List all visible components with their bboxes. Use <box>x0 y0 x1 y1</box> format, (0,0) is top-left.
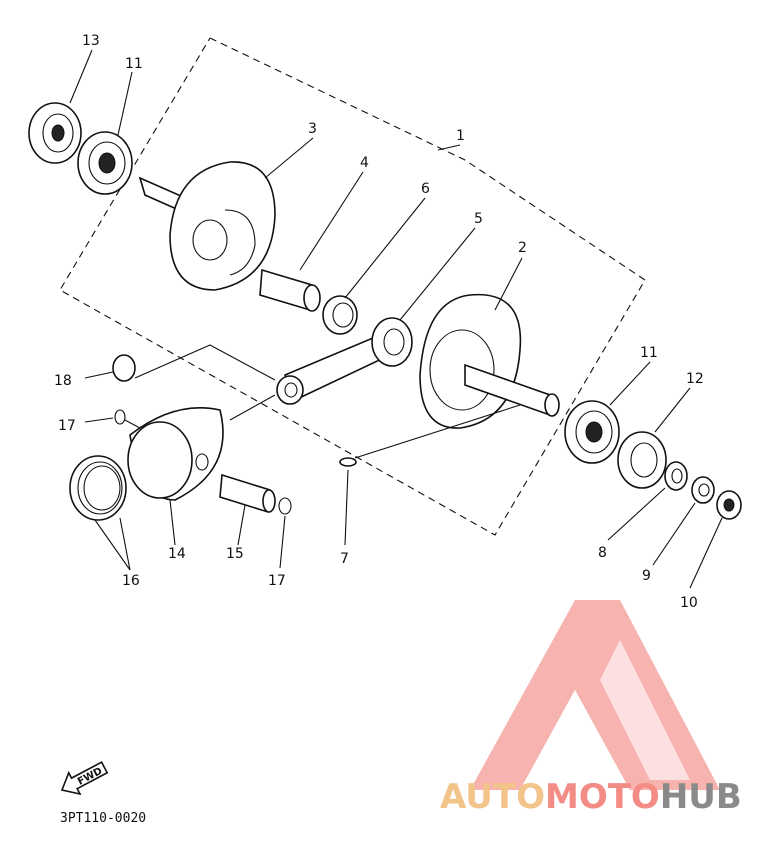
callout-17-top: 17 <box>58 418 76 434</box>
callout-1: 1 <box>456 128 465 144</box>
callout-5: 5 <box>474 211 483 227</box>
callout-4: 4 <box>360 155 369 171</box>
callout-11-left: 11 <box>125 56 143 72</box>
callout-6: 6 <box>421 181 430 197</box>
crank-web-3 <box>138 161 276 291</box>
callouts: 13 11 3 1 4 6 5 2 11 12 18 17 8 14 15 7 … <box>54 33 704 611</box>
piston-pin-15 <box>219 473 276 514</box>
callout-9: 9 <box>642 568 651 584</box>
callout-14: 14 <box>168 546 186 562</box>
callout-16: 16 <box>122 573 140 589</box>
key-7 <box>339 404 521 467</box>
piston-14 <box>127 394 276 501</box>
nut-10 <box>716 490 742 520</box>
watermark-wordmark: AUTOMOTOHUB <box>440 777 742 817</box>
callout-13: 13 <box>82 33 100 49</box>
leader-lines <box>69 49 723 589</box>
callout-15: 15 <box>226 546 244 562</box>
needle-bearing-6 <box>322 295 358 335</box>
bearing-11-right <box>564 400 620 464</box>
circlip-17-top <box>114 409 141 429</box>
connecting-rod-5 <box>276 317 413 405</box>
watermark-hub: HUB <box>660 777 742 817</box>
crank-web-2 <box>419 293 560 429</box>
crank-pin-4 <box>259 268 321 312</box>
callout-2: 2 <box>518 240 527 256</box>
bearing-11-left <box>77 131 133 195</box>
washer-8 <box>664 461 688 491</box>
small-end-bearing-18 <box>112 344 276 382</box>
watermark-auto: AUTO <box>440 777 545 817</box>
circlip-17-bottom <box>278 497 292 515</box>
callout-18: 18 <box>54 373 72 389</box>
watermark-logo <box>470 600 720 790</box>
callout-12: 12 <box>686 371 704 387</box>
lock-washer-9 <box>691 476 715 504</box>
callout-3: 3 <box>308 121 317 137</box>
callout-11-right: 11 <box>640 345 658 361</box>
part-code: 3PT110-0020 <box>60 811 146 826</box>
forward-arrow-icon: FWD <box>60 761 109 796</box>
callout-8: 8 <box>598 545 607 561</box>
callout-10: 10 <box>680 595 698 611</box>
callout-7: 7 <box>340 551 349 567</box>
callout-17-bottom: 17 <box>268 573 286 589</box>
watermark-moto: MOTO <box>545 777 660 817</box>
oil-seal-13 <box>28 102 82 164</box>
piston-rings-16 <box>69 455 127 521</box>
oil-seal-12 <box>617 431 667 489</box>
